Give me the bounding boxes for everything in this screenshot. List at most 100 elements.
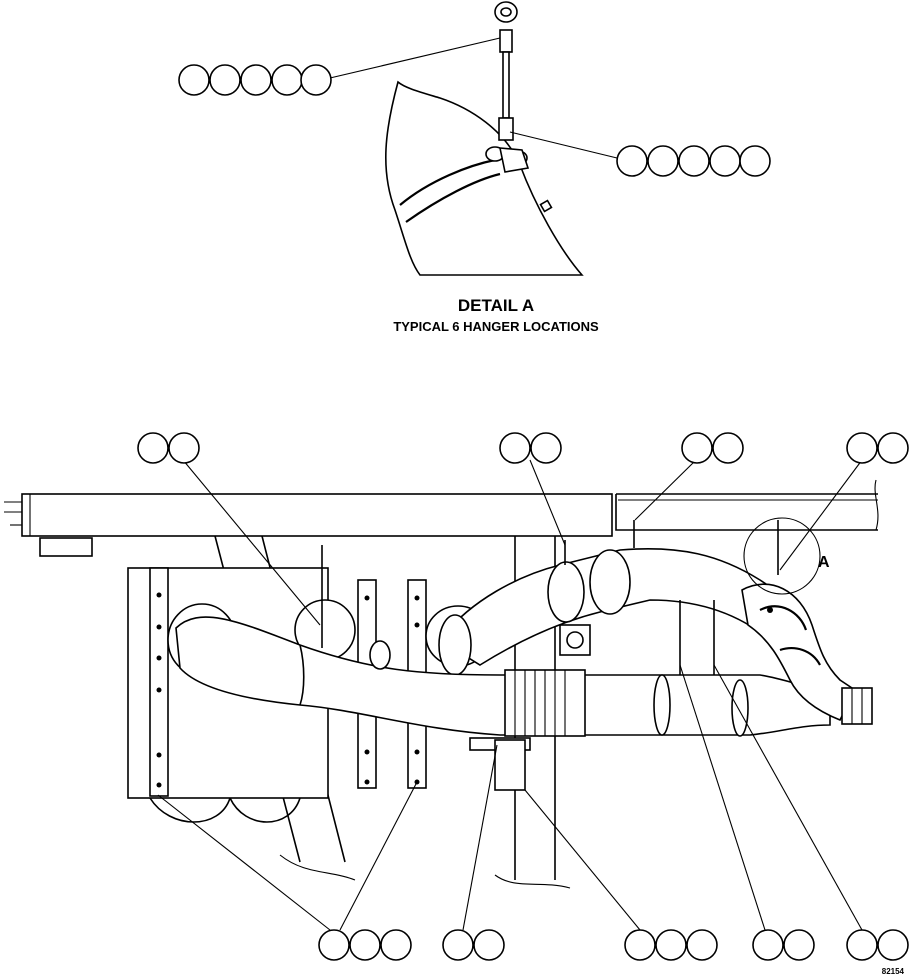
callout-main-bottom-2	[442, 929, 505, 961]
bolt	[364, 779, 370, 785]
muffler-bottom	[149, 797, 301, 823]
callout-main-bottom-5	[846, 929, 909, 961]
callout-bubble	[137, 432, 169, 464]
detail-rod	[502, 51, 510, 119]
callout-bubble	[877, 432, 909, 464]
callout-bubble	[712, 432, 744, 464]
bolt	[156, 655, 162, 661]
frame-break	[874, 479, 879, 531]
callout-bubble	[168, 432, 200, 464]
elbow-clamp	[779, 647, 821, 666]
callout-detail-right	[616, 145, 771, 177]
figure-id: 82154	[882, 967, 905, 976]
callout-bubble	[846, 929, 878, 961]
callout-bubble	[783, 929, 815, 961]
leader	[157, 794, 331, 931]
pipe-flange	[653, 674, 671, 736]
callout-bubble	[349, 929, 381, 961]
callout-bubble	[473, 929, 505, 961]
frame-rail-left	[21, 493, 613, 537]
detail-clamp-band-inner	[405, 172, 501, 223]
muffler-flange	[149, 567, 169, 797]
callout-bubble	[739, 145, 771, 177]
callout-bubble	[499, 432, 531, 464]
callout-bubble	[209, 64, 241, 96]
leader	[462, 744, 498, 931]
detail-leader-1	[329, 37, 501, 79]
bolt	[364, 749, 370, 755]
detail-a-view	[329, 1, 618, 276]
detail-leader-2	[509, 131, 618, 159]
view-callout-a: A	[818, 554, 830, 571]
leader	[779, 459, 863, 571]
callout-bubble	[530, 432, 562, 464]
detail-subtitle: TYPICAL 6 HANGER LOCATIONS	[393, 319, 599, 334]
pipe-flange	[731, 679, 749, 737]
detail-tab	[539, 199, 553, 213]
detail-eye-hole	[500, 7, 512, 17]
detail-rod-coupler	[498, 117, 514, 141]
detail-rod-top	[499, 29, 513, 53]
callout-bubble	[271, 64, 303, 96]
bolt	[156, 624, 162, 630]
callout-detail-upper-left	[178, 64, 332, 96]
hanger-point	[767, 607, 773, 613]
sensor-fitting	[369, 640, 391, 670]
bolt	[156, 782, 162, 788]
tailpipe-outlet	[841, 687, 873, 725]
frame-rail-right	[615, 493, 878, 531]
callout-bubble	[178, 64, 210, 96]
bolt	[414, 749, 420, 755]
callout-main-top-1	[137, 432, 200, 464]
callout-bubble	[616, 145, 648, 177]
callout-bubble	[442, 929, 474, 961]
sensor-port	[566, 631, 584, 649]
callout-bubble	[686, 929, 718, 961]
callout-main-bottom-1	[318, 929, 412, 961]
callout-bubble	[380, 929, 412, 961]
frame-bracket	[39, 537, 93, 557]
bolt	[414, 622, 420, 628]
callout-main-bottom-3	[624, 929, 718, 961]
pipe-clamp	[589, 549, 631, 615]
callout-bubble	[647, 145, 679, 177]
break-line	[279, 854, 356, 881]
bolt	[364, 595, 370, 601]
callout-bubble	[752, 929, 784, 961]
callout-main-bottom-4	[752, 929, 815, 961]
leader	[634, 459, 697, 521]
leader	[339, 781, 418, 931]
callout-bubble	[846, 432, 878, 464]
main-view: A	[4, 459, 879, 931]
detail-bracket	[498, 147, 530, 173]
lower-bracket-plate	[494, 739, 526, 791]
pipe-clamp	[547, 561, 585, 623]
break-line	[494, 874, 571, 889]
leader	[679, 664, 766, 931]
bolt	[156, 752, 162, 758]
leader	[529, 459, 566, 546]
pipe-band	[299, 644, 305, 706]
bolt	[414, 595, 420, 601]
callout-bubble	[300, 64, 332, 96]
leader	[182, 459, 321, 626]
callout-bubble	[709, 145, 741, 177]
callout-bubble	[678, 145, 710, 177]
callout-bubble	[681, 432, 713, 464]
callout-main-top-3	[681, 432, 744, 464]
callout-bubble	[624, 929, 656, 961]
pipe-joint	[438, 614, 472, 676]
detail-pipe-outline	[384, 80, 584, 276]
leader	[713, 664, 863, 931]
callout-bubble	[318, 929, 350, 961]
detail-clamp-band	[399, 158, 496, 206]
detail-a-circle	[743, 517, 821, 595]
callout-bubble	[240, 64, 272, 96]
leader	[524, 789, 641, 931]
callout-main-top-2	[499, 432, 562, 464]
callout-main-top-4	[846, 432, 909, 464]
callout-bubble	[877, 929, 909, 961]
callout-bubble	[655, 929, 687, 961]
bolt	[156, 592, 162, 598]
